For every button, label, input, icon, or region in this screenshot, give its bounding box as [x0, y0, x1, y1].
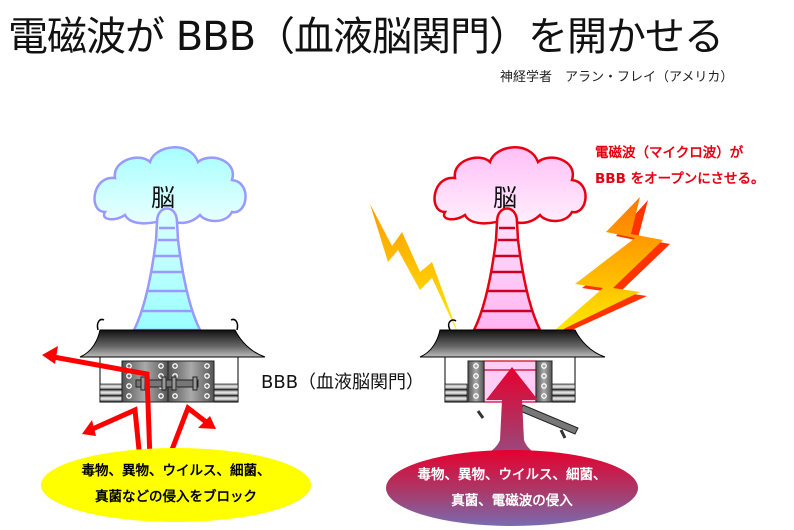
deflected-arrow	[47, 353, 153, 461]
right-brain-cloud	[433, 146, 587, 225]
arrowhead	[198, 416, 216, 429]
right-invasion-blob	[386, 450, 638, 526]
right-invasion-line1: 毒物、異物、ウイルス、細菌、	[417, 467, 607, 483]
invasion-arrow	[418, 367, 606, 492]
right-invasion-text: 毒物、異物、ウイルス、細菌、 真菌、電磁波の侵入	[412, 462, 612, 514]
left-blocked-text: 毒物、異物、ウイルス、細菌、 真菌などの侵入をブロック	[76, 458, 276, 510]
right-ladder-tower	[471, 207, 543, 332]
microwave-note-line1: 電磁波（マイクロ波）が	[595, 145, 744, 161]
left-blocked-line1: 毒物、異物、ウイルス、細菌、	[81, 463, 271, 479]
page-title: 電磁波が BBB（血液脳関門）を開かせる	[8, 14, 724, 60]
left-lightning-bolt	[370, 204, 459, 336]
deflected-arrow	[86, 406, 143, 461]
attribution: 神経学者 アラン・フレイ（アメリカ）	[500, 70, 734, 85]
left-blocked-line2: 真菌などの侵入をブロック	[95, 489, 257, 505]
arrowhead	[42, 346, 58, 364]
right-lightning-bolt	[547, 197, 670, 340]
microwave-note-line2: BBB をオープンにさせる。	[595, 171, 765, 187]
bbb-label: BBB（血液脳関門）	[261, 372, 425, 393]
microwave-note: 電磁波（マイクロ波）が BBB をオープンにさせる。	[595, 140, 765, 192]
left-ladder-tower	[131, 207, 203, 332]
right-brain-label: 脳	[493, 184, 517, 212]
left-brain-label: 脳	[151, 184, 175, 212]
right-invasion-line2: 真菌、電磁波の侵入	[451, 493, 573, 509]
deflected-arrows	[47, 353, 212, 461]
left-brain-cloud	[93, 146, 247, 225]
left-gate-building	[79, 318, 266, 403]
arrowhead	[82, 420, 96, 436]
deflected-arrow	[165, 403, 212, 461]
arrowheads	[42, 346, 216, 436]
left-blocked-blob	[41, 448, 311, 522]
